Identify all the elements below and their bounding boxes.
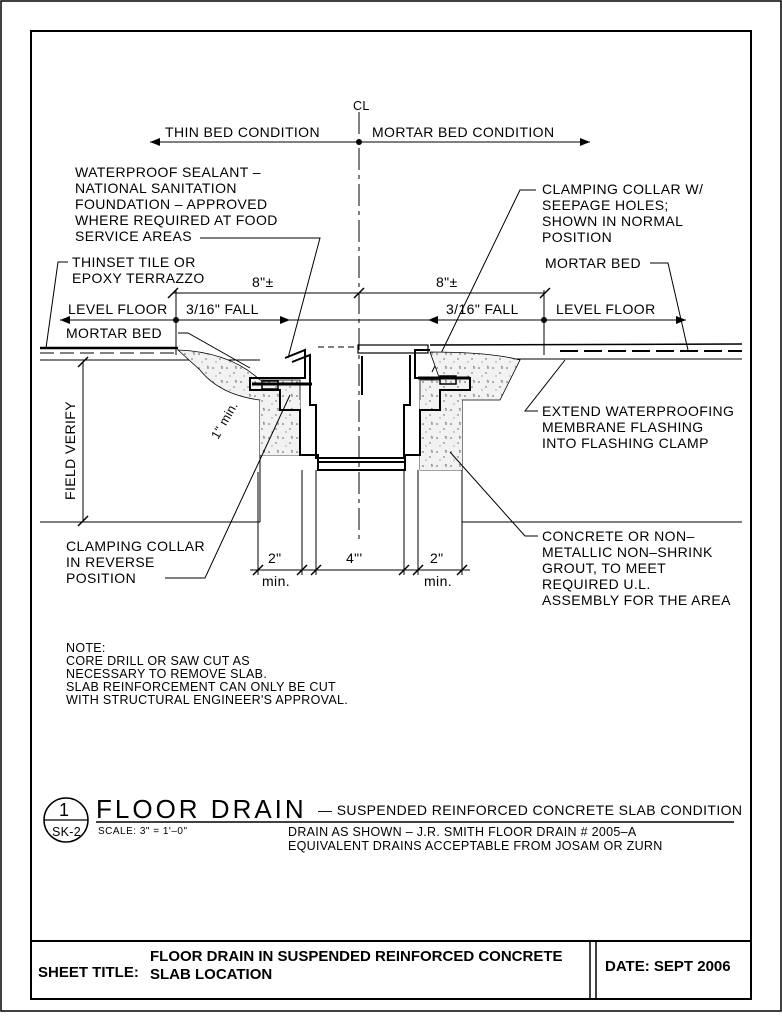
mortar-bed-left-leader: [178, 332, 251, 369]
collar-normal-leader: [431, 189, 536, 373]
sheet-title-line-2: SLAB LOCATION: [150, 966, 272, 983]
svg-text:CONCRETE OR NON–: CONCRETE OR NON–: [542, 528, 695, 544]
svg-text:IN REVERSE: IN REVERSE: [66, 554, 155, 570]
min-left: min.: [262, 573, 290, 589]
svg-text:INTO FLASHING CLAMP: INTO FLASHING CLAMP: [542, 435, 709, 451]
collar-normal-note: CLAMPING COLLAR W/ SEEPAGE HOLES; SHOWN …: [542, 181, 703, 245]
svg-text:EXTEND WATERPROOFING: EXTEND WATERPROOFING: [542, 403, 734, 419]
svg-text:CORE DRILL OR SAW CUT AS: CORE DRILL OR SAW CUT AS: [66, 654, 250, 668]
detail-number: 1: [59, 800, 69, 820]
detail-title: FLOOR DRAIN: [96, 794, 307, 824]
thinset-note: THINSET TILE OR EPOXY TERRAZZO: [72, 254, 205, 286]
collar-reverse-leader: [165, 394, 291, 579]
min-right: min.: [424, 573, 452, 589]
inner-border: [30, 30, 752, 1000]
detail-sheet-ref: SK-2: [52, 825, 81, 839]
arrow-right: [580, 138, 590, 146]
fall-left: 3/16" FALL: [186, 301, 259, 317]
membrane-leader: [523, 359, 566, 412]
svg-text:SEEPAGE HOLES;: SEEPAGE HOLES;: [542, 197, 669, 213]
membrane-note: EXTEND WATERPROOFING MEMBRANE FLASHING I…: [542, 403, 734, 451]
detail-scale: SCALE: 3" = 1'–0": [98, 826, 188, 837]
svg-text:SHOWN IN NORMAL: SHOWN IN NORMAL: [542, 213, 683, 229]
svg-text:WITH STRUCTURAL ENGINEER'S APP: WITH STRUCTURAL ENGINEER'S APPROVAL.: [66, 693, 348, 707]
mortar-bed-condition-label: MORTAR BED CONDITION: [372, 124, 555, 140]
concrete-note: CONCRETE OR NON– METALLIC NON–SHRINK GRO…: [542, 528, 731, 608]
svg-text:GROUT, TO MEET: GROUT, TO MEET: [542, 560, 666, 576]
sheet-title-label: SHEET TITLE:: [38, 964, 139, 981]
dim-8-right: 8"±: [436, 274, 458, 290]
detail-remark-2: EQUIVALENT DRAINS ACCEPTABLE FROM JOSAM …: [288, 839, 663, 853]
dim-4: 4"': [346, 550, 363, 566]
mortar-bed-left: MORTAR BED: [66, 325, 162, 341]
svg-text:POSITION: POSITION: [542, 229, 612, 245]
mortar-bed-right: MORTAR BED: [545, 255, 641, 271]
level-floor-right: LEVEL FLOOR: [556, 301, 656, 317]
thin-bed-label: THIN BED CONDITION: [165, 124, 320, 140]
general-note: NOTE: CORE DRILL OR SAW CUT AS NECESSARY…: [66, 641, 348, 707]
svg-text:REQUIRED U.L.: REQUIRED U.L.: [542, 576, 651, 592]
centerline-mark: CL: [353, 99, 370, 113]
arrow-left: [150, 138, 160, 146]
svg-text:THINSET TILE OR: THINSET TILE OR: [72, 254, 196, 270]
collar-reverse-note: CLAMPING COLLAR IN REVERSE POSITION: [66, 538, 205, 586]
thinset-leader: [45, 261, 68, 349]
level-floor-left: LEVEL FLOOR: [68, 301, 168, 317]
svg-text:SLAB REINFORCEMENT CAN ONLY BE: SLAB REINFORCEMENT CAN ONLY BE CUT: [66, 680, 336, 694]
svg-text:EPOXY TERRAZZO: EPOXY TERRAZZO: [72, 270, 205, 286]
dim-2-left: 2": [268, 550, 282, 566]
dim-2-right: 2": [430, 550, 444, 566]
dim-8-left: 8"±: [252, 274, 274, 290]
detail-remark-1: DRAIN AS SHOWN – J.R. SMITH FLOOR DRAIN …: [288, 825, 637, 839]
fall-right: 3/16" FALL: [446, 301, 519, 317]
svg-text:SERVICE AREAS: SERVICE AREAS: [75, 228, 192, 244]
svg-text:FOUNDATION – APPROVED: FOUNDATION – APPROVED: [75, 196, 268, 212]
detail-subtitle: — SUSPENDED REINFORCED CONCRETE SLAB CON…: [318, 802, 742, 818]
svg-text:WHERE REQUIRED AT FOOD: WHERE REQUIRED AT FOOD: [75, 212, 278, 228]
sealant-note: WATERPROOF SEALANT – NATIONAL SANITATION…: [75, 164, 278, 244]
drain-body: [249, 344, 471, 471]
field-verify: FIELD VERIFY: [62, 401, 78, 500]
svg-text:CLAMPING COLLAR W/: CLAMPING COLLAR W/: [542, 181, 703, 197]
svg-text:ASSEMBLY FOR THE AREA: ASSEMBLY FOR THE AREA: [542, 592, 731, 608]
svg-text:CLAMPING COLLAR: CLAMPING COLLAR: [66, 538, 205, 554]
concrete-leader: [449, 451, 538, 537]
svg-text:METALLIC NON–SHRINK: METALLIC NON–SHRINK: [542, 544, 713, 560]
svg-text:WATERPROOF SEALANT –: WATERPROOF SEALANT –: [75, 164, 261, 180]
svg-text:MEMBRANE FLASHING: MEMBRANE FLASHING: [542, 419, 704, 435]
sealant-leader: [200, 237, 321, 359]
svg-text:NECESSARY TO REMOVE SLAB.: NECESSARY TO REMOVE SLAB.: [66, 667, 267, 681]
sheet-date: DATE: SEPT 2006: [605, 958, 731, 975]
svg-text:NOTE:: NOTE:: [66, 641, 106, 655]
bottom-dims: [250, 470, 470, 576]
floor-surface-right: [429, 343, 743, 346]
svg-text:NATIONAL SANITATION: NATIONAL SANITATION: [75, 180, 237, 196]
svg-text:POSITION: POSITION: [66, 570, 136, 586]
sheet-title-line-1: FLOOR DRAIN IN SUSPENDED REINFORCED CONC…: [150, 948, 563, 965]
